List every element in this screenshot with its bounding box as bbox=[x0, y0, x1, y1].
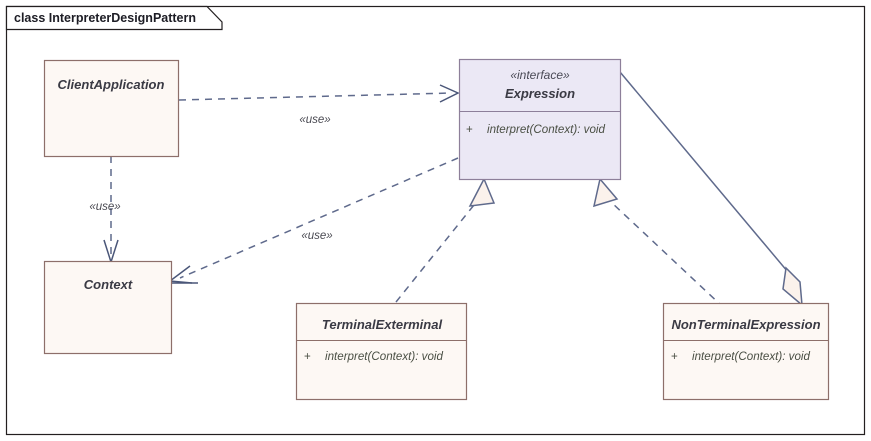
class-box bbox=[43, 59, 180, 158]
relationship-expression-aggregates-nonterminal[interactable] bbox=[619, 71, 803, 307]
member-visibility: + bbox=[304, 350, 311, 363]
class-node-client-application[interactable]: ClientApplication bbox=[43, 59, 180, 158]
member-signature: interpret(Context): void bbox=[325, 350, 443, 363]
dependency-line bbox=[179, 157, 459, 279]
frame-title: class InterpreterDesignPattern bbox=[14, 11, 196, 25]
hollow-triangle-arrowhead-icon bbox=[468, 177, 496, 207]
member-signature: interpret(Context): void bbox=[487, 123, 605, 136]
hollow-diamond-icon bbox=[782, 266, 803, 307]
member-signature: interpret(Context): void bbox=[692, 350, 810, 363]
dependency-line bbox=[178, 92, 453, 101]
relationship-label-use-2: «use» bbox=[89, 201, 120, 213]
class-box bbox=[458, 58, 622, 181]
member-visibility: + bbox=[671, 350, 678, 363]
open-arrowhead-icon bbox=[439, 84, 460, 103]
class-node-context[interactable]: Context bbox=[43, 260, 173, 355]
class-name-client-application: ClientApplication bbox=[58, 77, 165, 92]
class-name-terminal-exterminal: TerminalExterminal bbox=[322, 317, 443, 332]
class-box bbox=[295, 302, 468, 401]
relationship-nonterminal-realizes-expression[interactable] bbox=[592, 177, 725, 309]
class-node-expression[interactable]: «interface» Expression + interpret(Conte… bbox=[458, 58, 622, 181]
class-name-context: Context bbox=[84, 277, 133, 292]
open-arrowhead-icon bbox=[167, 265, 193, 284]
class-box bbox=[662, 302, 830, 401]
class-name-expression: Expression bbox=[505, 86, 575, 101]
class-box bbox=[43, 260, 173, 355]
hollow-triangle-arrowhead-icon bbox=[592, 177, 619, 208]
relationship-terminal-realizes-expression[interactable] bbox=[395, 177, 496, 303]
relationship-expression-uses-context[interactable]: «use» bbox=[167, 157, 459, 284]
class-node-terminal-exterminal[interactable]: TerminalExterminal + interpret(Context):… bbox=[295, 302, 468, 401]
class-stereotype-expression: «interface» bbox=[510, 68, 570, 82]
diagram-frame bbox=[5, 5, 866, 436]
realization-line bbox=[610, 201, 725, 309]
class-name-non-terminal-expression: NonTerminalExpression bbox=[671, 317, 820, 332]
relationship-client-uses-context[interactable]: «use» bbox=[89, 156, 121, 265]
relationship-client-uses-expression[interactable]: «use» bbox=[178, 84, 460, 126]
member-visibility: + bbox=[466, 123, 473, 136]
realization-line bbox=[395, 199, 479, 303]
class-node-non-terminal-expression[interactable]: NonTerminalExpression + interpret(Contex… bbox=[662, 302, 830, 401]
relationship-label-use-1: «use» bbox=[299, 114, 330, 126]
frame-title-tab bbox=[5, 5, 223, 31]
relationship-label-use-3: «use» bbox=[301, 230, 332, 242]
aggregation-line bbox=[619, 71, 794, 279]
